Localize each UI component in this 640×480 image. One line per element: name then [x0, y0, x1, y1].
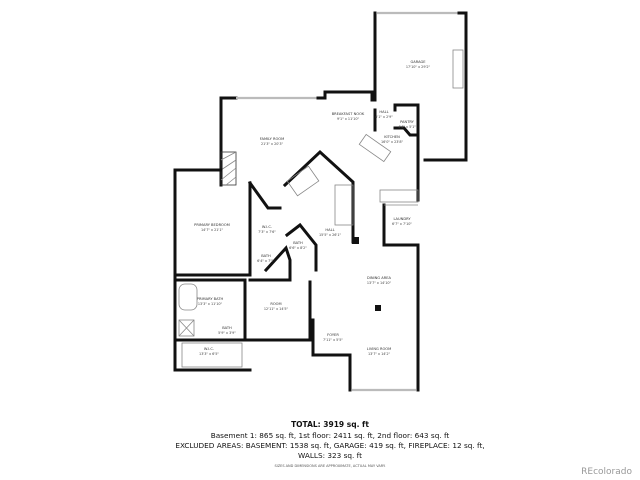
- kitchen-counter: [379, 189, 419, 203]
- room-label-wic: W.I.C.7'3" x 7'6": [258, 225, 276, 234]
- svg-text:PANTRY: PANTRY: [400, 120, 415, 124]
- svg-text:FOYER: FOYER: [327, 333, 339, 337]
- svg-text:4'1" x 2'9": 4'1" x 2'9": [375, 115, 393, 119]
- floor-breakdown: Basement 1: 865 sq. ft, 1st floor: 2411 …: [210, 431, 450, 440]
- svg-text:PRIMARY BATH: PRIMARY BATH: [197, 297, 224, 301]
- svg-text:5'9" x 3'9": 5'9" x 3'9": [218, 331, 236, 335]
- svg-text:PRIMARY BEDROOM: PRIMARY BEDROOM: [194, 223, 230, 227]
- shower: [178, 319, 195, 337]
- svg-text:HALL: HALL: [379, 110, 388, 114]
- svg-text:FAMILY ROOM: FAMILY ROOM: [260, 137, 284, 141]
- bathtub: [178, 283, 198, 311]
- svg-text:13'3" x 11'10": 13'3" x 11'10": [198, 302, 223, 306]
- svg-text:16'0" x 23'8": 16'0" x 23'8": [381, 140, 404, 144]
- disclaimer: SIZES AND DIMENSIONS ARE APPROXIMATE, AC…: [274, 464, 386, 468]
- closet-shelves: [181, 342, 243, 368]
- nook-walls: [316, 90, 374, 102]
- svg-text:6'7" x 7'10": 6'7" x 7'10": [392, 222, 412, 226]
- svg-text:12'11" x 14'5": 12'11" x 14'5": [264, 307, 289, 311]
- svg-text:DINING AREA: DINING AREA: [367, 276, 391, 280]
- svg-text:21'3" x 20'3": 21'3" x 20'3": [261, 142, 284, 146]
- svg-text:LAUNDRY: LAUNDRY: [393, 217, 411, 221]
- column: [375, 305, 381, 311]
- svg-text:LIVING ROOM: LIVING ROOM: [367, 347, 391, 351]
- svg-text:W.I.C.: W.I.C.: [204, 347, 214, 351]
- shower-x: [178, 319, 195, 337]
- foyer-walls: [311, 318, 352, 392]
- svg-text:7'11" x 5'5": 7'11" x 5'5": [323, 338, 343, 342]
- svg-text:6'4" x 7'5": 6'4" x 7'5": [257, 259, 275, 263]
- room-walls: [243, 278, 312, 342]
- laundry-walls: [382, 203, 420, 267]
- svg-text:13'7" x 14'10": 13'7" x 14'10": [367, 281, 392, 285]
- svg-text:BATH: BATH: [222, 326, 232, 330]
- bath2-walls: [284, 222, 318, 272]
- watermark-logo: REcolorado: [581, 467, 632, 477]
- svg-text:13'7" x 14'2": 13'7" x 14'2": [368, 352, 391, 356]
- kitchen-island: [358, 133, 392, 163]
- total-area: TOTAL: 3919 sq. ft: [291, 420, 369, 429]
- svg-text:15'5" x 26'1": 15'5" x 26'1": [319, 233, 342, 237]
- svg-text:BREAKFAST NOOK: BREAKFAST NOOK: [332, 112, 365, 116]
- stairs-upper: [334, 184, 354, 226]
- fireplace-hatch: [220, 151, 237, 186]
- bath-walls: [248, 245, 292, 282]
- svg-text:BATH: BATH: [261, 254, 271, 258]
- excluded-areas: EXCLUDED AREAS: BASEMENT: 1538 sq. ft, G…: [175, 441, 485, 450]
- svg-text:BATH: BATH: [293, 241, 303, 245]
- garage-wall-right: [423, 11, 468, 162]
- bedroom-right-wall: [173, 181, 252, 277]
- garage-shelf: [452, 49, 464, 89]
- wic-walls: [247, 180, 282, 210]
- svg-text:KITCHEN: KITCHEN: [384, 135, 400, 139]
- svg-text:4'6" x 5'1": 4'6" x 5'1": [398, 125, 416, 129]
- svg-text:17'10" x 29'2": 17'10" x 29'2": [406, 65, 431, 69]
- svg-text:7'3" x 7'6": 7'3" x 7'6": [258, 230, 276, 234]
- svg-text:9'1" x 11'10": 9'1" x 11'10": [337, 117, 360, 121]
- room-label-wic-2: W.I.C.13'3" x 6'5": [199, 347, 219, 356]
- column: [352, 237, 359, 244]
- svg-text:ROOM: ROOM: [270, 302, 281, 306]
- svg-text:GARAGE: GARAGE: [410, 60, 426, 64]
- svg-text:6'6" x 8'2": 6'6" x 8'2": [289, 246, 307, 250]
- svg-text:14'7" x 21'1": 14'7" x 21'1": [201, 228, 224, 232]
- bedroom-walls: [173, 168, 252, 372]
- walls-area: WALLS: 323 sq. ft: [298, 451, 362, 460]
- svg-text:13'3" x 6'5": 13'3" x 6'5": [199, 352, 219, 356]
- svg-text:HALL: HALL: [325, 228, 334, 232]
- svg-text:W.I.C.: W.I.C.: [262, 225, 272, 229]
- stairs-lower: [286, 165, 320, 197]
